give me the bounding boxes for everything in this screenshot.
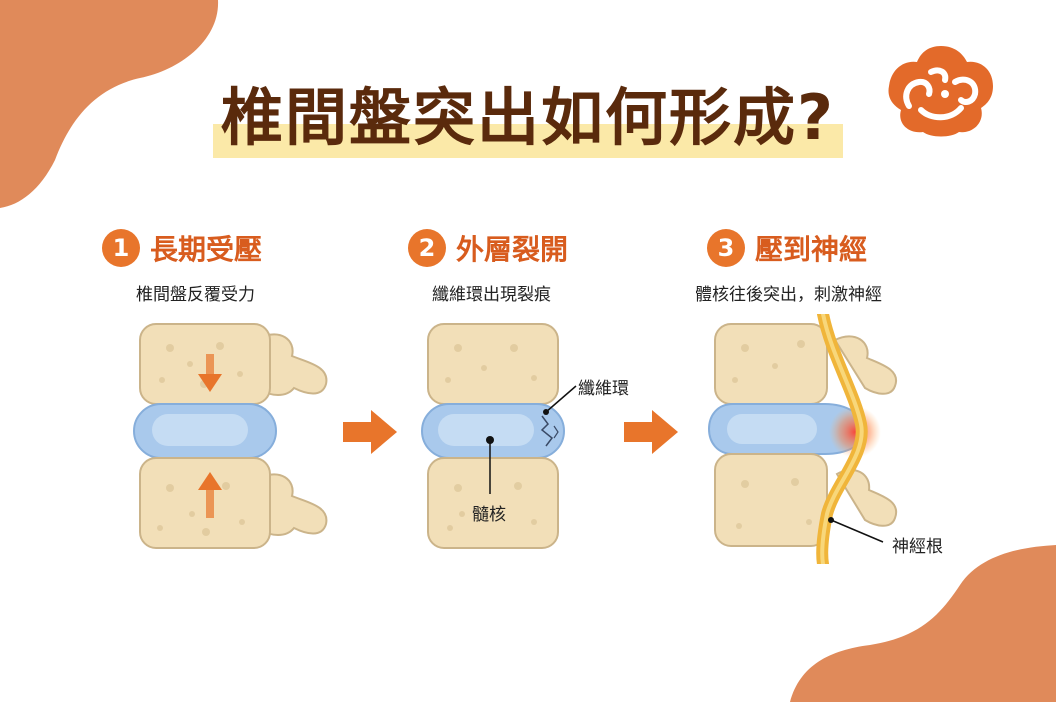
leader-line xyxy=(828,517,884,543)
step-3: 3 壓到神經 體核往後突出，刺激神經 xyxy=(695,228,882,305)
right-arrow-icon xyxy=(343,410,397,454)
down-arrow-icon xyxy=(198,354,222,392)
step-2: 2 外層裂開 纖維環出現裂痕 xyxy=(408,228,568,305)
upper-vertebra xyxy=(139,323,328,405)
label-nerve-root: 神經根 xyxy=(892,537,943,557)
lower-vertebra xyxy=(139,457,328,549)
upper-vertebra xyxy=(714,323,898,405)
logo-icon xyxy=(888,46,993,137)
step-2-title: 外層裂開 xyxy=(456,233,569,266)
top-left-blob xyxy=(0,0,219,208)
label-fibrous-ring: 纖維環 xyxy=(578,379,629,399)
bottom-right-blob xyxy=(790,545,1056,702)
step-3-title: 壓到神經 xyxy=(755,233,868,266)
step-1: 1 長期受壓 椎間盤反覆受力 xyxy=(102,228,262,305)
step-3-subtitle: 體核往後突出，刺激神經 xyxy=(695,285,882,305)
spine-illustration-nerve-compression xyxy=(707,314,898,564)
title-highlight xyxy=(213,124,843,158)
step-2-number: 2 xyxy=(408,229,446,267)
right-arrow-icon xyxy=(624,410,678,454)
step-3-number: 3 xyxy=(707,229,745,267)
lower-vertebra xyxy=(427,457,559,549)
lower-vertebra xyxy=(714,453,898,547)
step-2-subtitle: 纖維環出現裂痕 xyxy=(432,285,551,305)
page-title: 椎間盤突出如何形成? xyxy=(221,81,835,154)
spine-illustration-compression xyxy=(133,323,328,549)
spine-illustration-tear xyxy=(421,323,577,549)
label-nucleus: 髓核 xyxy=(472,505,506,525)
nerve-root xyxy=(816,314,868,564)
upper-vertebra xyxy=(427,323,559,405)
step-1-subtitle: 椎間盤反覆受力 xyxy=(136,285,255,305)
leader-lines xyxy=(486,385,577,494)
up-arrow-icon xyxy=(198,472,222,518)
step-1-title: 長期受壓 xyxy=(150,233,263,266)
disc xyxy=(421,403,565,459)
disc xyxy=(707,403,867,455)
compression-glow xyxy=(829,406,881,458)
disc xyxy=(133,403,277,459)
step-1-number: 1 xyxy=(102,229,140,267)
